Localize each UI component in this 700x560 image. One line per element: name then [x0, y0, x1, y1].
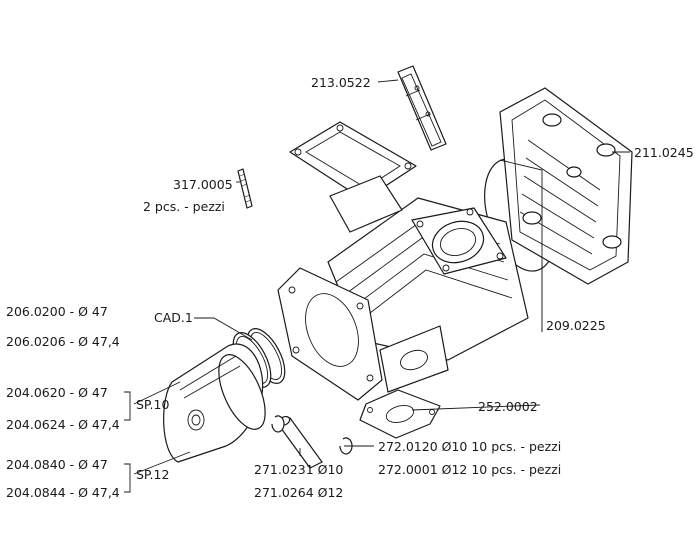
reed-valve-part	[397, 65, 447, 151]
piston-part	[163, 343, 266, 463]
label-head: 211.0245	[634, 145, 694, 160]
label-stud: 317.0005	[173, 177, 233, 192]
label-piston-sp12-47: 204.0840 - Ø 47	[6, 457, 108, 472]
cylinder-part	[327, 175, 529, 393]
label-sp12: SP.12	[136, 467, 169, 482]
label-clip-10: 272.0120 Ø10 10 pcs. - pezzi	[378, 439, 561, 454]
label-sp10: SP.10	[136, 397, 169, 412]
label-stud-qty: 2 pcs. - pezzi	[143, 199, 225, 214]
label-pin-12: 271.0264 Ø12	[254, 485, 343, 500]
label-clip-12: 272.0001 Ø12 10 pcs. - pezzi	[378, 462, 561, 477]
label-ring-group: CAD.1	[154, 310, 193, 325]
label-cylinder-kit: 209.0225	[546, 318, 606, 333]
label-piston-sp10-474: 204.0624 - Ø 47,4	[6, 417, 120, 432]
exhaust-gasket-part	[359, 389, 441, 439]
label-ring-47: 206.0200 - Ø 47	[6, 304, 108, 319]
label-ring-474: 206.0206 - Ø 47,4	[6, 334, 120, 349]
leader-lines	[124, 79, 630, 493]
label-piston-sp10-47: 204.0620 - Ø 47	[6, 385, 108, 400]
label-piston-sp12-474: 204.0844 - Ø 47,4	[6, 485, 120, 500]
intake-gasket-part	[289, 121, 417, 201]
label-reed-valve: 213.0522	[311, 75, 371, 90]
cylinder-head-part	[499, 87, 633, 285]
label-pin-10: 271.0231 Ø10	[254, 462, 343, 477]
base-gasket-part	[277, 267, 383, 401]
circlip-left-part	[271, 415, 285, 433]
stud-part	[237, 168, 253, 209]
label-gasket: 252.0002	[478, 399, 538, 414]
